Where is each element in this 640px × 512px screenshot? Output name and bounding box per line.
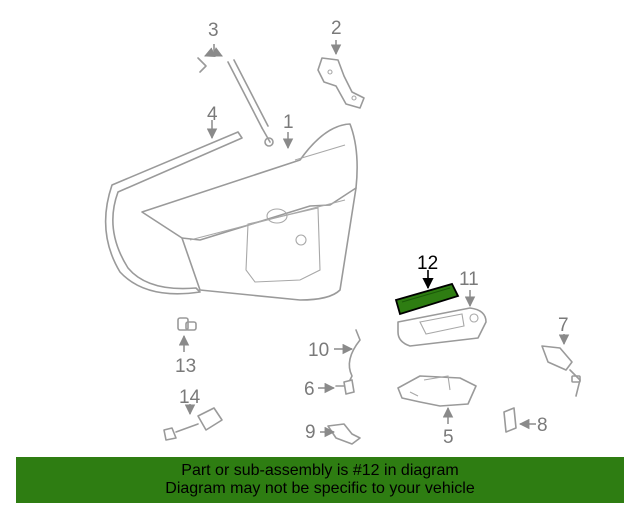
lock-cylinder-part bbox=[541, 345, 581, 397]
trunk-handle-part bbox=[397, 307, 487, 347]
banner-line-part: Part or sub-assembly is #12 in diagram bbox=[181, 462, 459, 479]
trunk-lid-part bbox=[141, 123, 358, 301]
callout-13: 13 bbox=[175, 356, 196, 377]
callout-5: 5 bbox=[443, 427, 454, 448]
support-strut-part bbox=[197, 57, 274, 147]
callout-10: 10 bbox=[308, 340, 329, 361]
latch-part bbox=[397, 375, 477, 407]
callout-12: 12 bbox=[417, 253, 438, 274]
bolt-part bbox=[335, 379, 355, 395]
exploded-parts-diagram: 3 2 4 1 12 11 7 10 13 6 14 8 9 5 bbox=[104, 18, 581, 448]
part-info-banner: Part or sub-assembly is #12 in diagram D… bbox=[16, 457, 624, 503]
highlighted-garnish-part bbox=[394, 282, 460, 316]
weatherstrip-part bbox=[104, 131, 243, 295]
callout-7: 7 bbox=[558, 315, 569, 336]
bumper-stop-part bbox=[177, 317, 197, 331]
leader-3b bbox=[211, 47, 223, 57]
banner-line-disclaimer: Diagram may not be specific to your vehi… bbox=[165, 480, 475, 497]
release-rod-part bbox=[348, 329, 361, 381]
callout-4: 4 bbox=[207, 104, 218, 125]
hinge-part bbox=[317, 57, 365, 109]
callout-9: 9 bbox=[305, 422, 316, 443]
callout-8: 8 bbox=[537, 415, 548, 436]
callout-2: 2 bbox=[331, 18, 342, 39]
callout-3: 3 bbox=[208, 20, 219, 41]
hook-part bbox=[327, 423, 361, 445]
callout-11: 11 bbox=[459, 269, 479, 290]
callout-6: 6 bbox=[304, 379, 315, 400]
callout-1: 1 bbox=[283, 112, 294, 133]
callout-14: 14 bbox=[179, 387, 201, 408]
leader-3a bbox=[204, 44, 216, 57]
clip-part bbox=[503, 407, 517, 433]
wiring-harness-part bbox=[163, 407, 223, 441]
